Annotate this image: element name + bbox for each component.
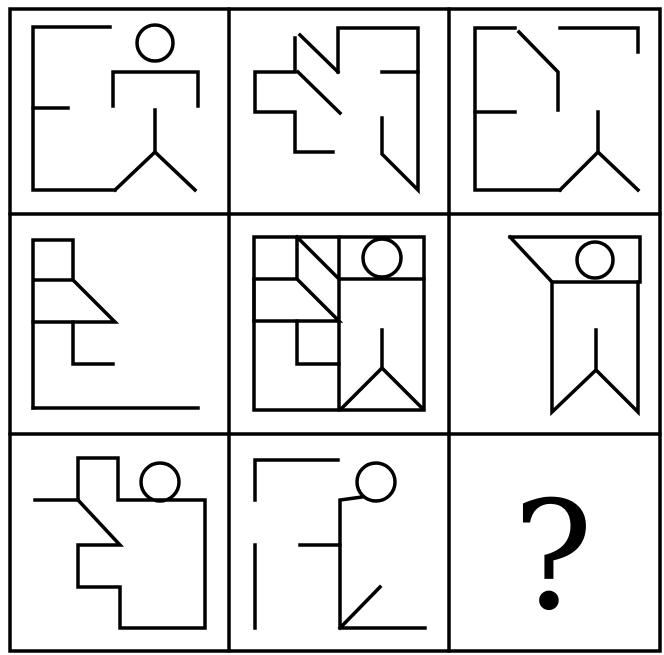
cell-r2-c3-figure — [510, 237, 640, 412]
cell-r2-c1-figure — [33, 240, 198, 408]
cell-r1-c2-figure — [255, 28, 418, 190]
cell-r1-c3-figure — [475, 28, 638, 190]
cell-r1-c1-figure — [33, 25, 198, 190]
question-mark: ? — [513, 470, 593, 644]
cell-r2-c2-figure — [254, 237, 424, 410]
cell-r3-c2-figure — [255, 460, 425, 628]
cell-r3-c1-figure — [35, 458, 205, 628]
cell-r3-c3-missing: ? — [513, 470, 593, 644]
